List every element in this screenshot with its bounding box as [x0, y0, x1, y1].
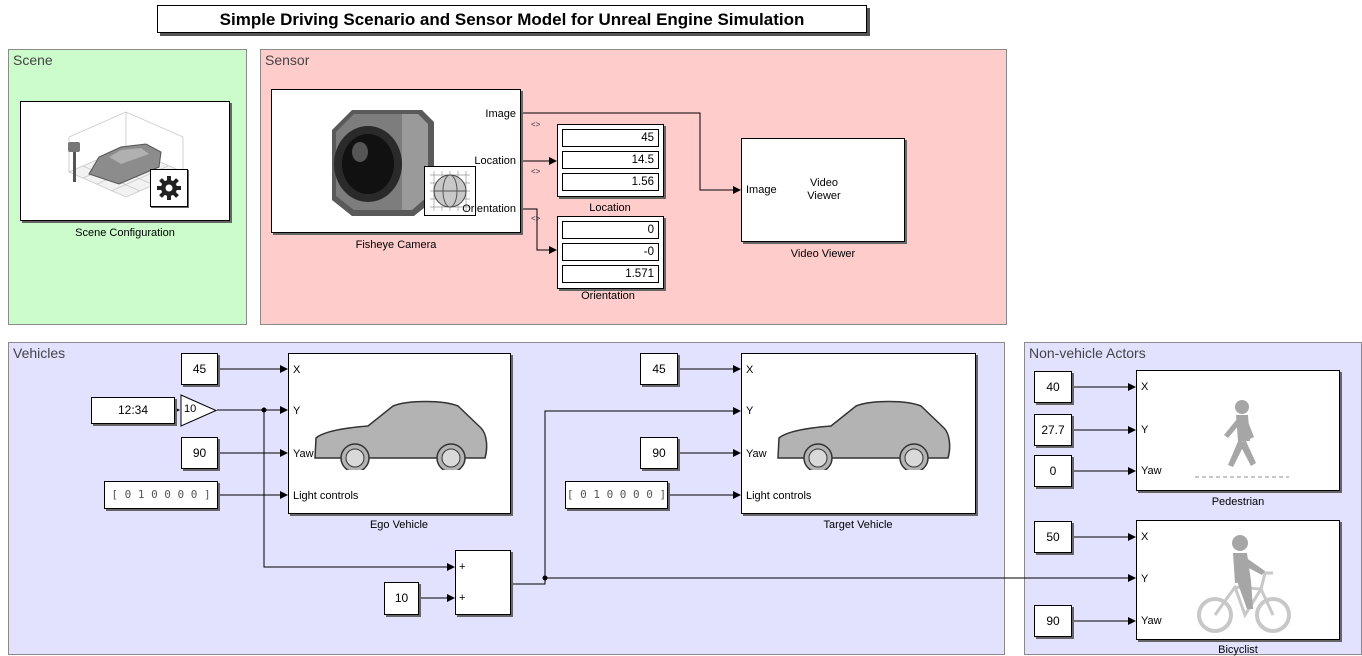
pedestrian-block[interactable]: X Y Yaw	[1136, 370, 1340, 491]
bicyclist-yaw-constant[interactable]: 90	[1034, 605, 1072, 637]
target-light-constant[interactable]: [ 0 1 0 0 0 0 ]	[565, 481, 668, 509]
orientation-signal-marker: <>	[531, 214, 541, 223]
nonvehicle-area-label: Non-vehicle Actors	[1029, 345, 1146, 361]
vehicles-area-label: Vehicles	[13, 345, 66, 361]
video-viewer-block[interactable]: Image Video Viewer	[741, 138, 905, 242]
ego-vehicle-block[interactable]: X Y Yaw Light controls	[288, 353, 511, 514]
target-yaw-port: Yaw	[746, 448, 767, 460]
location-display-block[interactable]: 45 14.5 1.56	[557, 124, 664, 197]
target-yaw-constant[interactable]: 90	[640, 437, 678, 469]
scene-area-label: Scene	[13, 52, 53, 68]
gain-block[interactable]: 10	[180, 394, 218, 427]
video-viewer-label-line1: Video	[810, 177, 838, 189]
bicyclist-icon	[1197, 535, 1291, 633]
sensor-area-label: Sensor	[265, 52, 310, 68]
fisheye-camera-caption: Fisheye Camera	[355, 239, 437, 251]
sum-input2-sign: +	[459, 592, 466, 604]
pedestrian-icon	[1195, 400, 1289, 478]
scene-configuration-block[interactable]	[20, 101, 230, 221]
orientation-display-block[interactable]: 0 -0 1.571	[557, 216, 664, 289]
location-signal-marker: <>	[531, 167, 541, 176]
target-x-port: X	[746, 364, 754, 376]
bicyclist-x-constant[interactable]: 50	[1034, 521, 1072, 553]
ego-y-port: Y	[293, 405, 301, 417]
car-icon	[777, 400, 951, 470]
pedestrian-yaw-port: Yaw	[1141, 465, 1162, 477]
pedestrian-x-constant[interactable]: 40	[1034, 371, 1072, 403]
target-vehicle-caption: Target Vehicle	[823, 519, 893, 531]
gear-icon	[150, 169, 188, 207]
pedestrian-yaw-constant[interactable]: 0	[1034, 455, 1072, 487]
image-signal-marker: <>	[531, 120, 541, 129]
orientation-value-roll: 0	[562, 221, 659, 239]
ego-light-constant[interactable]: [ 0 1 0 0 0 0 ]	[104, 481, 218, 509]
gain-value: 10	[184, 403, 197, 415]
location-value-z: 1.56	[562, 173, 659, 191]
camera-orientation-port: Orientation	[462, 203, 516, 215]
car-icon	[314, 400, 488, 470]
pedestrian-y-constant[interactable]: 27.7	[1034, 414, 1072, 446]
scene-configuration-caption: Scene Configuration	[75, 227, 175, 239]
sum-input1-sign: +	[459, 561, 466, 573]
ego-x-constant[interactable]: 45	[181, 353, 218, 385]
ego-x-port: X	[293, 364, 301, 376]
camera-location-port: Location	[474, 155, 516, 167]
bicyclist-x-port: X	[1141, 531, 1149, 543]
target-y-port: Y	[746, 405, 754, 417]
ego-yaw-constant[interactable]: 90	[181, 437, 218, 469]
bicyclist-caption: Bicyclist	[1218, 644, 1258, 656]
pedestrian-caption: Pedestrian	[1211, 496, 1265, 508]
target-vehicle-block[interactable]: X Y Yaw Light controls	[741, 353, 976, 514]
pedestrian-x-port: X	[1141, 381, 1149, 393]
bicyclist-y-port: Y	[1141, 573, 1149, 585]
video-viewer-image-port: Image	[746, 184, 777, 196]
orientation-display-caption: Orientation	[581, 290, 635, 302]
camera-image-port: Image	[485, 108, 516, 120]
target-light-port: Light controls	[746, 490, 812, 502]
location-display-caption: Location	[589, 202, 631, 214]
clock-display[interactable]: 12:34	[91, 397, 175, 424]
location-value-y: 14.5	[562, 151, 659, 169]
video-viewer-label: Video Viewer	[792, 177, 856, 203]
orientation-value-yaw: 1.571	[562, 265, 659, 283]
ego-vehicle-caption: Ego Vehicle	[369, 519, 429, 531]
target-x-constant[interactable]: 45	[640, 353, 678, 385]
ego-light-port: Light controls	[293, 490, 359, 502]
scene-illustration-icon	[68, 111, 184, 198]
fisheye-camera-block[interactable]: Image Location Orientation	[271, 89, 521, 233]
bicyclist-block[interactable]: X Y Yaw	[1136, 520, 1340, 640]
pedestrian-y-port: Y	[1141, 424, 1149, 436]
ego-yaw-port: Yaw	[293, 448, 314, 460]
video-viewer-caption: Video Viewer	[790, 248, 856, 260]
bicyclist-yaw-port: Yaw	[1141, 615, 1162, 627]
gain-triangle-icon	[180, 394, 218, 427]
model-title: Simple Driving Scenario and Sensor Model…	[157, 5, 867, 33]
location-value-x: 45	[562, 129, 659, 147]
video-viewer-label-line2: Viewer	[807, 190, 841, 202]
camera-icon	[332, 110, 434, 216]
orientation-value-pitch: -0	[562, 243, 659, 261]
sum-constant[interactable]: 10	[384, 582, 419, 615]
sum-block[interactable]: + +	[455, 550, 511, 615]
fisheye-lens-icon	[424, 166, 476, 216]
